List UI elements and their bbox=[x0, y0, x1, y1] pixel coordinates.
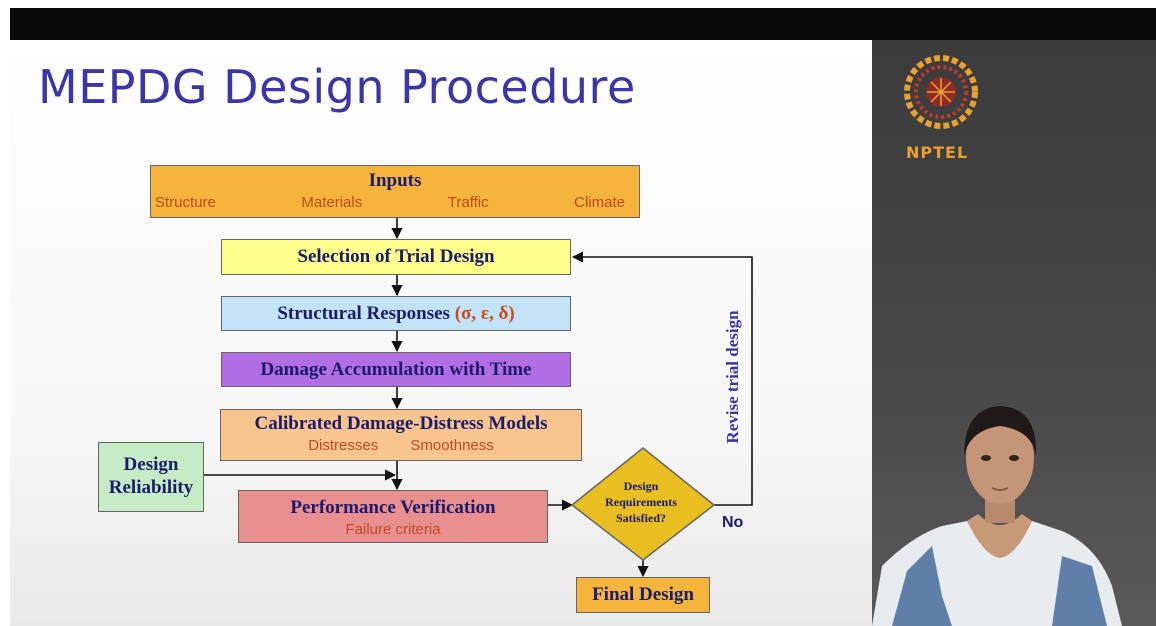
presenter-video bbox=[872, 406, 1122, 626]
structural-responses-box: Structural Responses (σ, ε, δ) bbox=[221, 296, 571, 331]
structural-responses-label: Structural Responses bbox=[277, 303, 450, 324]
performance-verification-subtitle: Failure criteria bbox=[345, 521, 441, 538]
decision-text: Design Requirements Satisfied? bbox=[586, 478, 696, 526]
revise-trial-design-label: Revise trial design bbox=[723, 310, 742, 444]
decision-diamond bbox=[570, 447, 716, 561]
design-reliability-box: Design Reliability bbox=[98, 442, 204, 512]
inputs-title: Inputs bbox=[368, 170, 422, 191]
calibrated-item-smoothness: Smoothness bbox=[410, 437, 494, 454]
decision-line2: Requirements bbox=[605, 495, 677, 509]
inputs-box: Inputs Structure Materials Traffic Clima… bbox=[150, 165, 640, 218]
input-item-structure: Structure bbox=[155, 194, 216, 211]
input-item-materials: Materials bbox=[301, 194, 363, 211]
damage-accumulation-box: Damage Accumulation with Time bbox=[221, 352, 571, 387]
decision-no-label: No bbox=[722, 514, 744, 531]
decision-line1: Design bbox=[623, 479, 659, 493]
calibrated-item-distresses: Distresses bbox=[308, 437, 379, 454]
video-top-bar bbox=[10, 8, 1156, 40]
structural-responses-symbols: (σ, ε, δ) bbox=[454, 303, 515, 324]
final-design-box: Final Design bbox=[576, 577, 710, 613]
calibrated-models-box: Calibrated Damage-Distress Models Distre… bbox=[220, 409, 582, 461]
decision-line3: Satisfied? bbox=[615, 511, 666, 525]
trial-design-box: Selection of Trial Design bbox=[221, 239, 571, 275]
calibrated-models-title: Calibrated Damage-Distress Models bbox=[254, 413, 548, 434]
design-reliability-line2: Reliability bbox=[108, 477, 194, 498]
slide-title: MEPDG Design Procedure bbox=[38, 60, 636, 114]
performance-verification-title: Performance Verification bbox=[290, 497, 496, 518]
nptel-logo-icon bbox=[904, 55, 978, 129]
input-item-climate: Climate bbox=[574, 194, 625, 211]
input-item-traffic: Traffic bbox=[447, 194, 489, 211]
performance-verification-box: Performance Verification Failure criteri… bbox=[238, 490, 548, 543]
nptel-logo-text: NPTEL bbox=[906, 143, 969, 162]
design-reliability-line1: Design bbox=[123, 454, 179, 475]
arrow-revise-loop bbox=[571, 251, 753, 506]
